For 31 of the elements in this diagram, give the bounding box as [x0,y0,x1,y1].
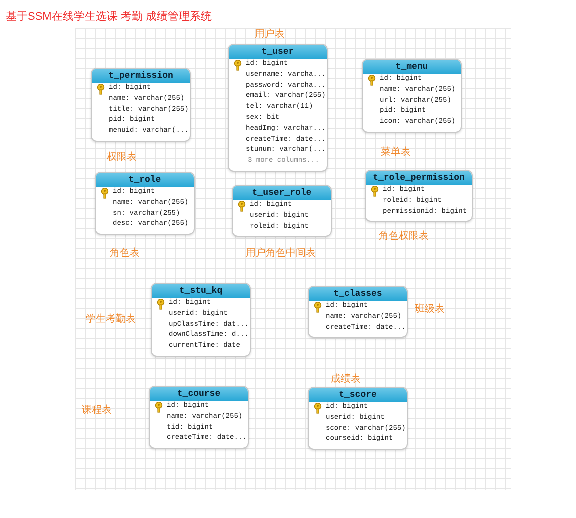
table-header: t_role [96,173,194,187]
table-caption: 学生考勤表 [86,312,136,327]
table-header: t_permission [92,69,190,83]
table-box [232,185,332,238]
table-caption: 角色表 [110,246,140,261]
table-box [308,387,408,450]
table-header: t_course [150,387,248,401]
table-box [365,170,473,222]
table-header: t_classes [309,287,407,301]
table-header: t_score [309,388,407,402]
table-caption: 课程表 [82,404,112,418]
title: 基于SSM在线学生选课 考勤 成绩管理系统 [6,10,212,25]
table-box [151,283,251,357]
table-header: t_user_role [233,186,331,200]
table-box [308,286,408,338]
table-header: t_stu_kq [152,284,250,298]
table-box [91,68,191,142]
table-caption: 用户表 [255,28,285,42]
table-header: t_role_permission [366,171,472,185]
table-header: t_user [229,45,327,59]
table-caption: 权限表 [107,150,137,165]
table-caption: 角色权限表 [379,230,429,244]
table-box [362,59,462,133]
table-caption: 用户角色中间表 [246,246,316,261]
table-caption: 菜单表 [381,146,411,160]
table-box [228,44,328,172]
table-caption: 班级表 [415,302,445,317]
table-box [95,172,195,236]
table-header: t_menu [363,60,461,74]
table-caption: 成绩表 [331,372,361,387]
table-box [149,386,249,450]
